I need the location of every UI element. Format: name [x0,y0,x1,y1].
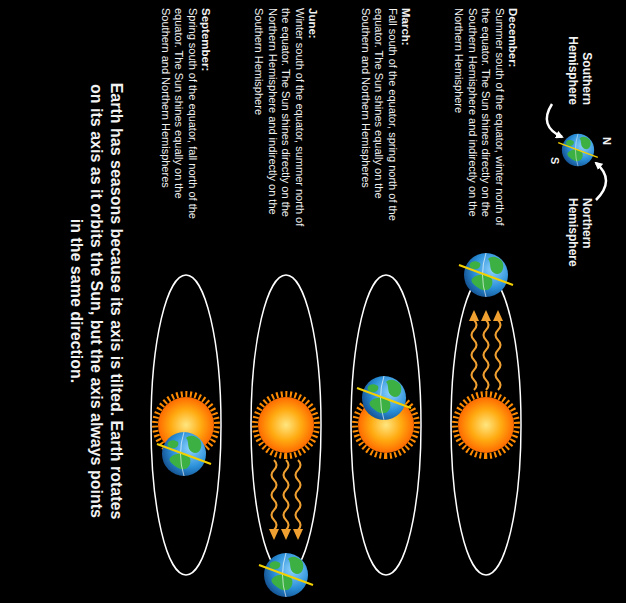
orbit-september [151,275,221,575]
season-text: Spring south of the equator, fall north … [158,8,198,244]
season-description: September:Spring south of the equator, f… [158,8,213,244]
season-description: December:Summer south of the equator, wi… [452,8,520,244]
pointer-arrow [547,104,562,137]
pole-letter: N [601,137,612,145]
slide-title: Earth has seasons because its axis is ti… [66,76,126,526]
season-heading: September: [199,8,213,244]
label-holder: Southern Hemisphere [565,10,594,105]
season-text: Summer south of the equator, winter nort… [452,8,506,244]
orbit-june [251,275,321,597]
season-heading: December: [506,8,520,244]
season-heading: June: [306,8,320,244]
season-heading: March: [399,8,413,244]
legend-globe [558,134,598,166]
orbit-march [351,275,421,575]
label-holder: Northern Hemisphere [565,198,594,308]
season-description: June:Winter south of the equator, summer… [252,8,320,244]
pole-letter: S [549,157,560,164]
pointer-arrow [596,163,606,200]
season-text: Fall south of the equator, spring north … [358,8,398,244]
label-holder: N [601,137,612,145]
season-text: Winter south of the equator, summer nort… [252,8,306,244]
title-holder: Earth has seasons because its axis is ti… [66,76,126,526]
hemisphere-label: Southern Hemisphere [565,10,594,105]
label-holder: S [549,157,560,164]
hemisphere-label: Northern Hemisphere [565,198,594,308]
orbit-december [451,253,521,575]
season-description: March:Fall south of the equator, spring … [358,8,413,244]
